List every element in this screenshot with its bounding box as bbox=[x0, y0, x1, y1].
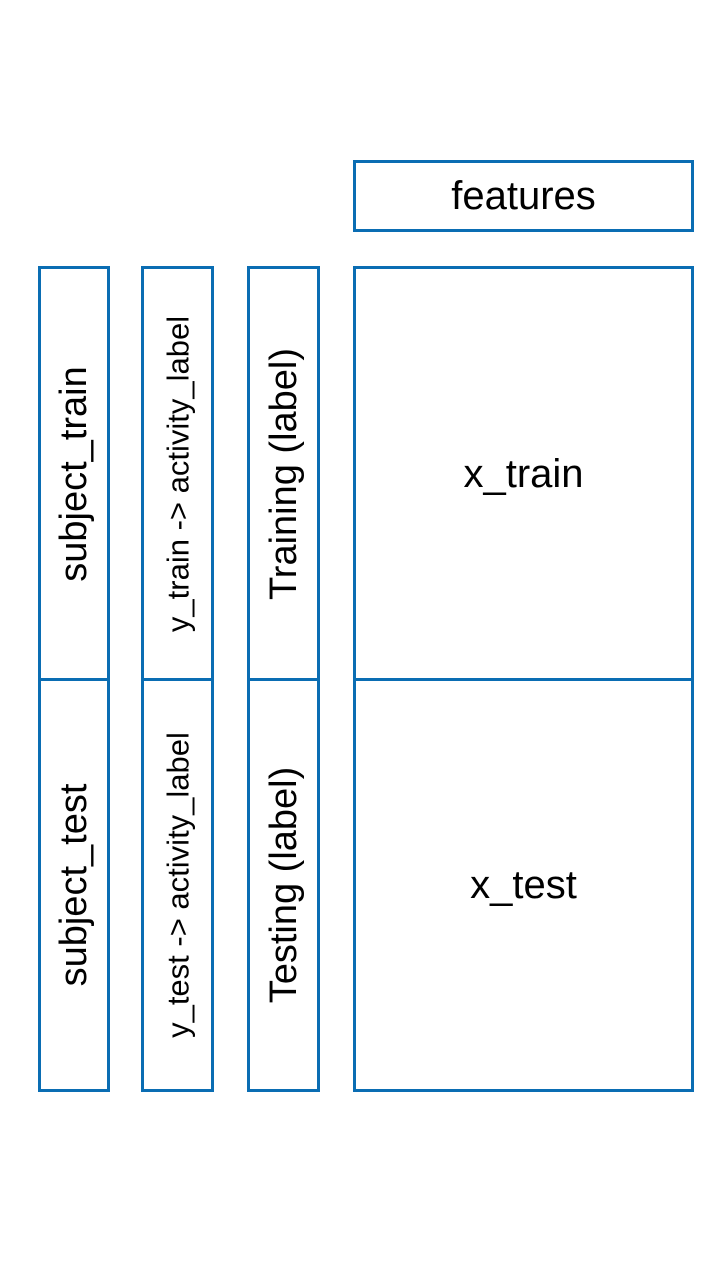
y-train-box: y_train -> activity_label bbox=[141, 266, 214, 681]
training-label-box: Training (label) bbox=[247, 266, 320, 681]
x-train-label: x_train bbox=[463, 451, 584, 496]
x-test-box: x_test bbox=[353, 678, 694, 1092]
features-box: features bbox=[353, 160, 694, 232]
subject-train-label: subject_train bbox=[53, 365, 95, 582]
subject-test-box: subject_test bbox=[38, 678, 110, 1092]
features-label: features bbox=[451, 174, 596, 218]
subject-train-box: subject_train bbox=[38, 266, 110, 681]
testing-label-box: Testing (label) bbox=[247, 678, 320, 1092]
x-train-box: x_train bbox=[353, 266, 694, 681]
y-test-box: y_test -> activity_label bbox=[141, 678, 214, 1092]
y-train-label: y_train -> activity_label bbox=[160, 315, 195, 632]
testing-label-text: Testing (label) bbox=[262, 766, 305, 1004]
training-label-text: Training (label) bbox=[262, 347, 305, 600]
y-test-label: y_test -> activity_label bbox=[160, 732, 195, 1038]
x-test-label: x_test bbox=[470, 863, 577, 907]
subject-test-label: subject_test bbox=[53, 783, 95, 987]
